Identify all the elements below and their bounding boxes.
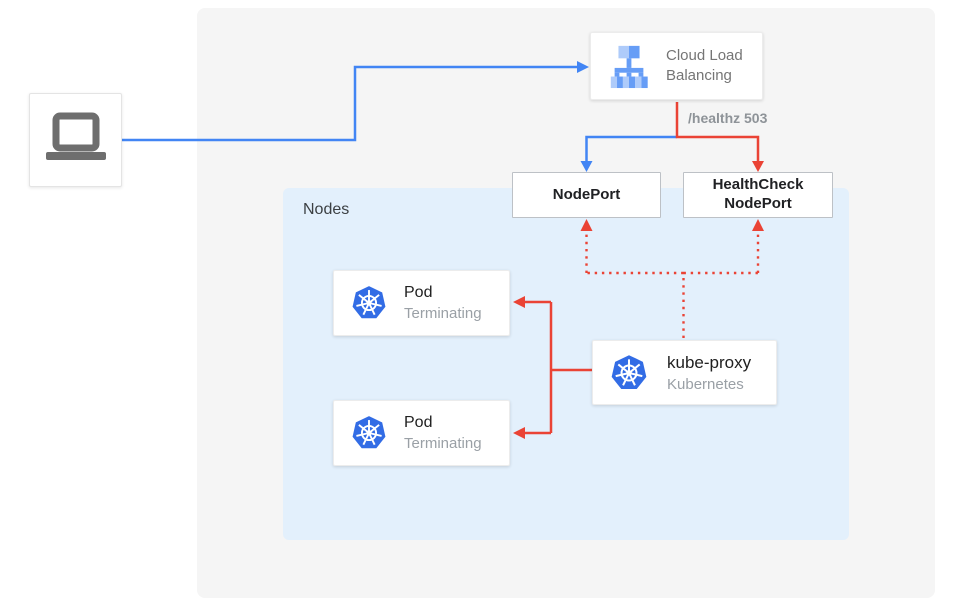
kubernetes-icon (352, 416, 386, 449)
arrowhead-up-into-nodeport (580, 219, 593, 231)
pod-node-1: Pod Terminating (333, 270, 510, 336)
pod-title: Pod (404, 284, 433, 301)
nodes-group-label: Nodes (303, 201, 350, 218)
nodeport-node: NodePort (512, 172, 661, 218)
nodeport-label: NodePort (552, 185, 621, 203)
kubeproxy-to-ports-dotted-line (585, 231, 760, 338)
healthcheck-nodeport-node: HealthCheck NodePort (683, 172, 833, 218)
arrowhead-up-into-healthcheck (752, 219, 764, 231)
pod-status: Terminating (404, 305, 482, 322)
lb-to-healthcheck-line (675, 102, 760, 162)
kubernetes-icon (611, 354, 647, 389)
arrowhead-into-pod-2 (513, 427, 525, 439)
cloud-load-balancing-node: Cloud Load Balancing (590, 32, 763, 100)
pod-title: Pod (404, 414, 433, 431)
arrowhead-into-lb (577, 61, 589, 73)
kube-proxy-node: kube-proxy Kubernetes (592, 340, 777, 405)
healthcheck-nodeport-label: HealthCheck NodePort (712, 176, 804, 212)
client-node (29, 93, 122, 187)
arrowhead-into-healthcheck (752, 161, 764, 172)
load-balancer-icon (610, 45, 648, 89)
laptop-icon (45, 112, 106, 160)
kube-proxy-subtitle: Kubernetes (667, 375, 744, 393)
pod-node-2: Pod Terminating (333, 400, 510, 466)
kubeproxy-to-pods-line (524, 300, 592, 435)
kubernetes-icon (352, 286, 386, 319)
cloud-load-balancing-label: Cloud Load Balancing (666, 46, 743, 84)
pod-status: Terminating (404, 435, 482, 452)
kube-proxy-title: kube-proxy (667, 352, 752, 372)
arrowhead-into-pod-1 (513, 296, 525, 308)
healthz-status-label: /healthz 503 (688, 110, 768, 126)
lb-to-nodeport-line (585, 135, 677, 162)
client-to-lb-line (122, 65, 577, 142)
arrowhead-into-nodeport (580, 161, 593, 172)
